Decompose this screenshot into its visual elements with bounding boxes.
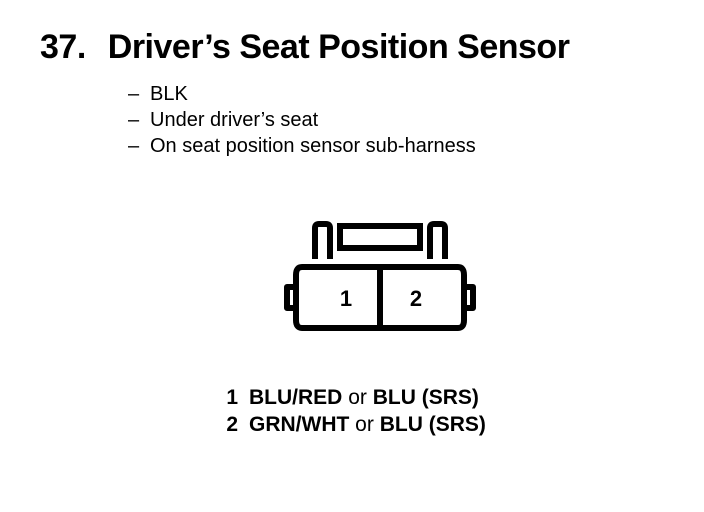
wire-color-secondary: BLU: [372, 386, 416, 409]
left-prong-icon: [312, 221, 333, 259]
list-item-label: Under driver’s seat: [150, 109, 319, 131]
dash-icon: –: [128, 83, 140, 105]
wire-system-label: (SRS): [428, 413, 486, 436]
pin-number: 1: [226, 386, 238, 409]
right-prong-icon: [427, 221, 448, 259]
list-item: – BLK: [128, 81, 476, 107]
pin-legend-row: 2 GRN/WHT or BLU (SRS): [200, 413, 540, 440]
item-number: 37.: [40, 28, 86, 66]
detail-list: – BLK – Under driver’s seat – On seat po…: [128, 81, 476, 159]
dash-icon: –: [128, 135, 140, 157]
page-title-label: Driver’s Seat Position Sensor: [107, 28, 570, 66]
wire-conjunction: or: [348, 386, 367, 409]
cavity-number-1: 1: [340, 286, 352, 311]
latch-bar-icon: [337, 223, 423, 251]
left-latch-tab-icon: [284, 284, 296, 311]
connector-diagram: 1 2: [280, 215, 480, 340]
connector-body: [293, 264, 467, 331]
wire-system-label: (SRS): [421, 386, 479, 409]
dash-icon: –: [128, 109, 140, 131]
page-title: 37. Driver’s Seat Position Sensor: [40, 28, 570, 67]
list-item-label: On seat position sensor sub-harness: [150, 135, 476, 157]
wire-color-primary: GRN/WHT: [249, 413, 350, 436]
pin-wire-colors: BLU/RED or BLU (SRS): [249, 386, 479, 410]
pin-wire-colors: GRN/WHT or BLU (SRS): [249, 413, 486, 437]
pin-legend-row: 1 BLU/RED or BLU (SRS): [200, 386, 540, 413]
cavity-number-2: 2: [410, 286, 422, 311]
pin-number: 2: [226, 413, 238, 436]
wire-color-secondary: BLU: [379, 413, 423, 436]
right-latch-tab-icon: [464, 284, 476, 311]
list-item: – Under driver’s seat: [128, 107, 476, 133]
pin-legend: 1 BLU/RED or BLU (SRS) 2 GRN/WHT or BLU …: [200, 386, 540, 440]
wire-color-primary: BLU/RED: [249, 386, 343, 409]
list-item-label: BLK: [150, 83, 188, 105]
list-item: – On seat position sensor sub-harness: [128, 133, 476, 159]
wire-conjunction: or: [355, 413, 374, 436]
